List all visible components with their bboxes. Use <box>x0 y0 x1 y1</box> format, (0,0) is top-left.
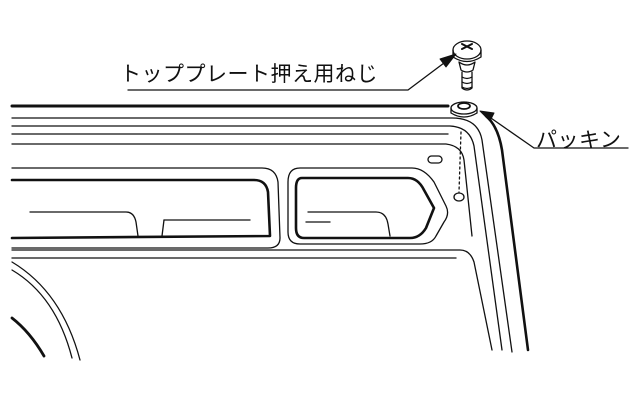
screw-hole <box>453 131 465 202</box>
phillips-screw-icon <box>452 40 482 91</box>
right-recess-panel <box>287 167 449 245</box>
screw-leader <box>127 53 457 91</box>
plate-slot <box>427 155 443 164</box>
gasket-label: パッキン <box>536 128 622 152</box>
bowl-arc <box>10 261 81 361</box>
washer-ring-icon <box>450 101 478 118</box>
gasket-leader <box>479 110 629 149</box>
left-recess-panel <box>10 167 281 249</box>
screw-label: トッププレート押え用ねじ <box>120 62 378 86</box>
